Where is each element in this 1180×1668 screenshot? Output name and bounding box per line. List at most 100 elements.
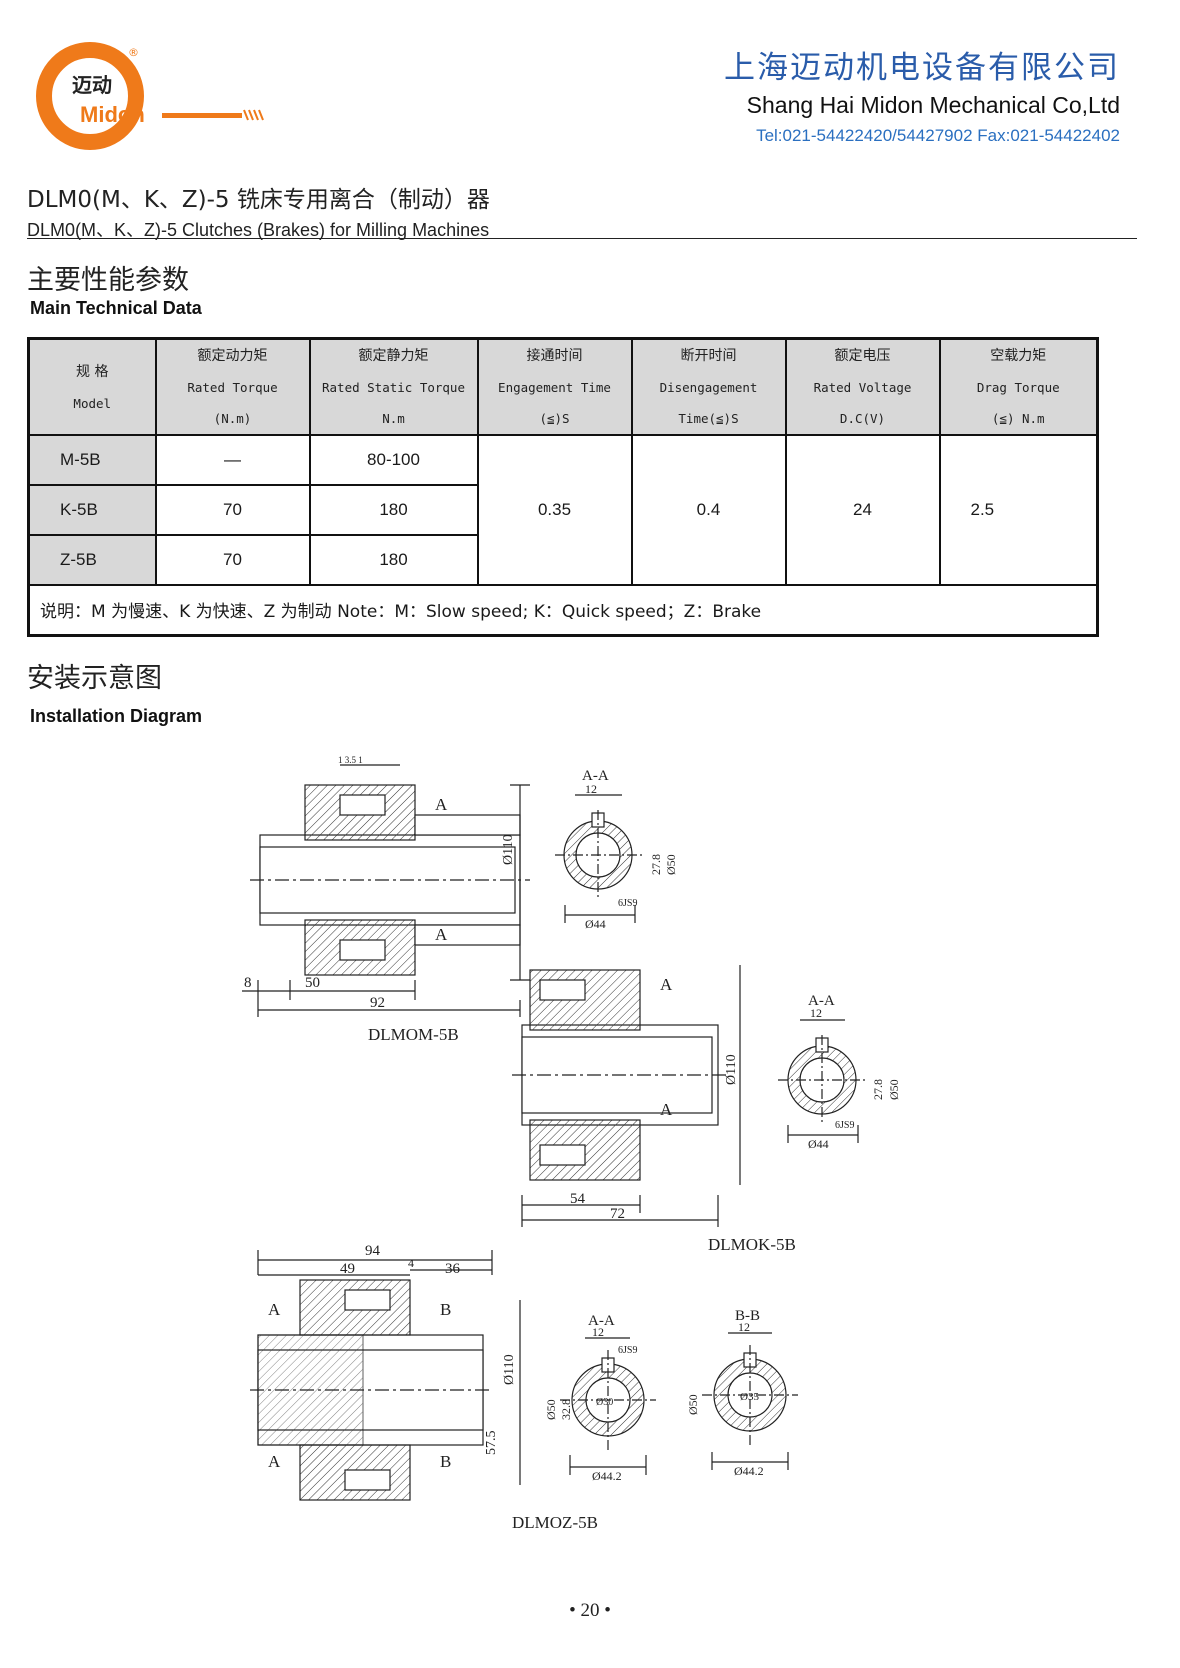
dim-z-12: 12 <box>592 1325 604 1339</box>
dim-z-575: 57.5 <box>484 1431 499 1456</box>
section-heading-cn: 安装示意图 <box>27 663 162 694</box>
drawing-dlmoz-section-bb <box>702 1332 798 1470</box>
dim-z-44: Ø44.2 <box>592 1469 622 1483</box>
dim-z-50d-b: Ø50 <box>686 1394 700 1415</box>
drawing-dlmoz-side <box>250 1250 521 1501</box>
dim-z-4: 4 <box>408 1256 414 1270</box>
dim-z-50d: Ø50 <box>544 1399 558 1420</box>
title-divider <box>27 238 1137 239</box>
section-aa-label: A-A <box>582 768 609 784</box>
cell-rated-torque: 70 <box>154 484 311 536</box>
dim-m-278: 27.8 <box>649 854 663 875</box>
dim-k-12: 12 <box>810 1006 822 1020</box>
section-aa-label: A-A <box>588 1313 615 1329</box>
dim-m-top: 1 3.5 1 <box>338 755 363 765</box>
dim-z-49: 49 <box>340 1261 355 1277</box>
dim-m-6js9: 6JS9 <box>618 898 637 909</box>
logo-text: Midon <box>80 102 145 127</box>
dim-k-6js9: 6JS9 <box>835 1120 854 1131</box>
dim-m-44: Ø44 <box>585 917 606 931</box>
dim-k-110: Ø110 <box>724 1054 739 1085</box>
section-heading-en: Main Technical Data <box>30 298 202 318</box>
table-note-row: 说明：M 为慢速、K 为快速、Z 为制动 Note：M：Slow speed; … <box>27 584 1099 636</box>
dim-m-8: 8 <box>244 975 252 991</box>
dim-m-110: Ø110 <box>501 834 516 865</box>
dim-z-12b: 12 <box>738 1320 750 1334</box>
logo-chars: 迈动 <box>72 73 112 97</box>
cell-drag-torque: 2.5 <box>938 434 1099 586</box>
dim-z-44b: Ø44.2 <box>734 1464 764 1478</box>
mark-a: A <box>435 925 448 944</box>
dim-m-50: 50 <box>305 975 320 991</box>
label-dlmoz: DLMOZ-5B <box>512 1513 598 1532</box>
dim-z-30: Ø30 <box>596 1397 613 1408</box>
mark-a: A <box>435 795 448 814</box>
cell-model: M-5B <box>27 434 157 486</box>
dim-k-278: 27.8 <box>871 1079 885 1100</box>
company-contact: Tel:021-54422420/54427902 Fax:021-544224… <box>756 126 1120 145</box>
drawing-dlmok-section-aa <box>778 1019 866 1143</box>
document-title-en: DLM0(M、K、Z)-5 Clutches (Brakes) for Mill… <box>27 220 490 240</box>
cell-rated-torque: — <box>154 434 311 486</box>
dim-z-36: 36 <box>445 1261 461 1277</box>
svg-text:®: ® <box>128 46 139 59</box>
cell-static-torque: 80-100 <box>308 434 479 486</box>
cell-static-torque: 180 <box>308 484 479 536</box>
cell-disengagement: 0.4 <box>630 434 787 586</box>
table-row: K-5B 70 180 <box>27 484 1098 536</box>
dim-k-72: 72 <box>610 1206 625 1222</box>
mark-a: A <box>268 1300 281 1319</box>
dim-m-92: 92 <box>370 995 385 1011</box>
mark-a: A <box>660 1100 673 1119</box>
mark-a: A <box>660 975 673 994</box>
dim-k-50d: Ø50 <box>887 1079 901 1100</box>
cell-model: Z-5B <box>27 534 157 586</box>
company-info: 上海迈动机电设备有限公司 Shang Hai Midon Mechanical … <box>724 48 1120 150</box>
cell-static-torque: 180 <box>308 534 479 586</box>
document-title-cn: DLM0(M、K、Z)-5 铣床专用离合（制动）器 <box>27 187 490 213</box>
mark-b: B <box>440 1452 451 1471</box>
section-bb-label: B-B <box>735 1308 760 1324</box>
cell-voltage: 24 <box>784 434 941 586</box>
page-number: • 20 • <box>569 1600 611 1621</box>
table-row: M-5B — 80-100 0.35 0.4 24 2.5 <box>27 434 1099 586</box>
table-note: 说明：M 为慢速、K 为快速、Z 为制动 Note：M：Slow speed; … <box>27 584 1099 636</box>
installation-diagram: 8 50 92 1 3.5 1 A A Ø110 DLMOM-5B A-A 12… <box>230 755 990 1545</box>
dim-z-110: Ø110 <box>502 1354 517 1385</box>
drawing-dlmok-side <box>512 965 741 1227</box>
dim-z-35: Ø35 <box>740 1391 759 1403</box>
drawing-dlmom-side <box>242 764 530 1017</box>
cell-model: K-5B <box>27 484 157 536</box>
section-heading-cn: 主要性能参数 <box>27 265 189 296</box>
label-dlmom: DLMOM-5B <box>368 1025 459 1044</box>
mark-a: A <box>268 1452 281 1471</box>
drawing-dlmoz-section-aa <box>560 1337 656 1475</box>
dim-z-6js9: 6JS9 <box>618 1345 637 1356</box>
company-name-cn: 上海迈动机电设备有限公司 <box>724 50 1120 86</box>
company-name-en: Shang Hai Midon Mechanical Co,Ltd <box>746 92 1120 118</box>
section-aa-label: A-A <box>808 993 835 1009</box>
label-dlmok: DLMOK-5B <box>708 1235 796 1254</box>
cell-engagement: 0.35 <box>476 434 633 586</box>
mark-b: B <box>440 1300 451 1319</box>
section-heading-en: Installation Diagram <box>30 706 203 726</box>
table-row: Z-5B 70 180 <box>27 534 1098 586</box>
dim-m-12: 12 <box>585 782 597 796</box>
cell-rated-torque: 70 <box>154 534 311 586</box>
dim-z-328: 32.8 <box>559 1399 573 1420</box>
dim-k-54: 54 <box>570 1191 586 1207</box>
dim-k-44: Ø44 <box>808 1137 829 1151</box>
drawing-dlmom-section-aa <box>555 794 642 923</box>
dim-z-94: 94 <box>365 1243 381 1259</box>
dim-m-50d: Ø50 <box>664 854 678 875</box>
company-logo: 迈动 Midon ® <box>30 40 280 160</box>
